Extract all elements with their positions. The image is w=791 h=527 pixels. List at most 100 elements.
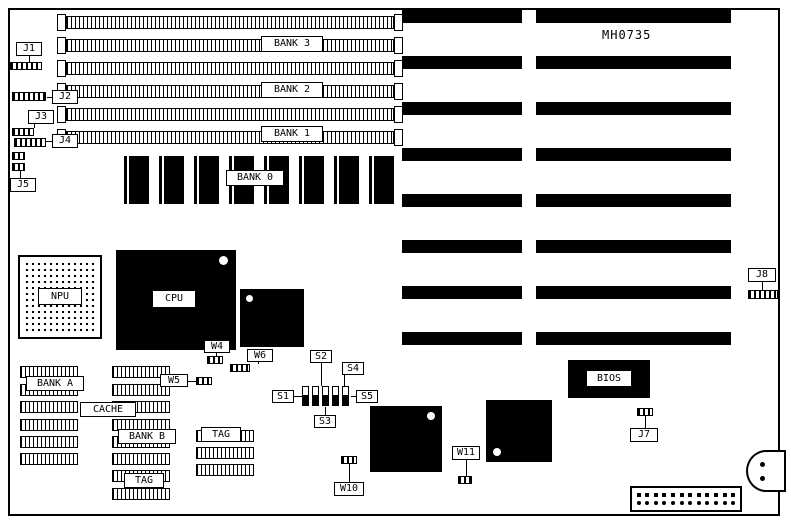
din-pin <box>760 462 765 467</box>
chipset-chip <box>240 289 304 347</box>
leader-line <box>321 363 322 386</box>
leader-line <box>645 416 646 428</box>
pin1-dot <box>246 295 253 302</box>
bank0-dram-chip <box>122 156 149 204</box>
j5-header-b <box>12 163 25 171</box>
tag-sram-chip <box>196 447 254 459</box>
isa-slot-8-short <box>402 332 522 345</box>
w5-jumper <box>196 377 212 385</box>
w5-label: W5 <box>160 374 188 387</box>
simm-cap <box>394 106 403 123</box>
pin1-dot <box>427 412 435 420</box>
leader-line <box>325 407 326 415</box>
isa-slot-6-long <box>536 240 731 253</box>
simm-cap <box>394 37 403 54</box>
pin1-dot <box>219 256 228 265</box>
controller-chip-1 <box>370 406 442 472</box>
w6-jumper <box>230 364 250 372</box>
bank-a-label: BANK A <box>26 376 84 391</box>
sram-chip <box>112 366 170 378</box>
j8-header <box>748 290 778 299</box>
isa-slot-3-short <box>402 102 522 115</box>
bank0-dram-chip <box>192 156 219 204</box>
leader-line <box>294 396 302 397</box>
simm-cap <box>57 60 66 77</box>
bank0-dram-chip <box>157 156 184 204</box>
sram-chip <box>20 436 78 448</box>
npu-label: NPU <box>38 288 82 305</box>
leader-line <box>349 464 350 482</box>
simm-cap <box>394 60 403 77</box>
isa-slot-4-long <box>536 148 731 161</box>
isa-slot-5-long <box>536 194 731 207</box>
simm-socket-2 <box>66 39 394 52</box>
leader-line <box>188 381 196 382</box>
isa-slot-4-short <box>402 148 522 161</box>
bank0-dram-chip <box>332 156 359 204</box>
bios-label: BIOS <box>586 370 632 387</box>
leader-line <box>762 282 763 290</box>
sram-chip <box>20 453 78 465</box>
isa-slot-2-short <box>402 56 522 69</box>
s5-label: S5 <box>356 390 378 403</box>
simm-socket-3 <box>66 62 394 75</box>
sram-chip <box>20 401 78 413</box>
bank0-label: BANK 0 <box>226 170 284 186</box>
leader-line <box>46 141 52 142</box>
dip-switch <box>322 386 329 406</box>
controller-chip-2 <box>486 400 552 462</box>
cpu-label: CPU <box>152 290 196 308</box>
bank2-label: BANK 2 <box>261 82 323 98</box>
isa-slot-5-short <box>402 194 522 207</box>
isa-slot-8-long <box>536 332 731 345</box>
bank0-dram-chip <box>297 156 324 204</box>
simm-cap <box>57 37 66 54</box>
w4-jumper <box>207 356 223 364</box>
j7-label: J7 <box>630 428 658 442</box>
isa-slot-1-long <box>536 10 731 23</box>
isa-slot-7-short <box>402 286 522 299</box>
bank0-dram-chip <box>367 156 394 204</box>
sram-chip <box>112 453 170 465</box>
leader-line <box>47 97 52 98</box>
din-pin <box>760 476 765 481</box>
j1-label: J1 <box>16 42 42 56</box>
part-number: MH0735 <box>602 28 652 42</box>
s3-label: S3 <box>314 415 336 428</box>
simm-cap <box>394 129 403 146</box>
sram-chip <box>20 419 78 431</box>
w10-label: W10 <box>334 482 364 496</box>
simm-socket-6 <box>66 131 394 144</box>
dip-switch <box>342 386 349 406</box>
simm-socket-1 <box>66 16 394 29</box>
simm-socket-5 <box>66 108 394 121</box>
isa-slot-6-short <box>402 240 522 253</box>
leader-line <box>466 460 467 476</box>
leader-line <box>344 375 345 386</box>
power-pin-row <box>632 492 740 497</box>
bank1-label: BANK 1 <box>261 126 323 142</box>
j3-label: J3 <box>28 110 54 124</box>
simm-cap <box>394 83 403 100</box>
leader-line <box>29 56 30 62</box>
pin1-dot <box>493 448 501 456</box>
w11-jumper <box>458 476 472 484</box>
s1-label: S1 <box>272 390 294 403</box>
isa-slot-3-long <box>536 102 731 115</box>
j1-header <box>10 62 42 70</box>
cache-label: CACHE <box>80 402 136 417</box>
tag-label-2: TAG <box>124 473 164 488</box>
board-outline <box>8 8 780 516</box>
w10-jumper <box>341 456 357 464</box>
j5-label: J5 <box>10 178 36 192</box>
leader-line <box>216 353 217 356</box>
tag-label-1: TAG <box>201 427 241 442</box>
sram-chip <box>112 384 170 396</box>
j7-header <box>637 408 653 416</box>
j2-label: J2 <box>52 90 78 104</box>
leader-line <box>258 362 259 364</box>
w6-label: W6 <box>247 349 273 362</box>
keyboard-din-connector <box>746 450 786 492</box>
power-connector <box>630 486 742 512</box>
